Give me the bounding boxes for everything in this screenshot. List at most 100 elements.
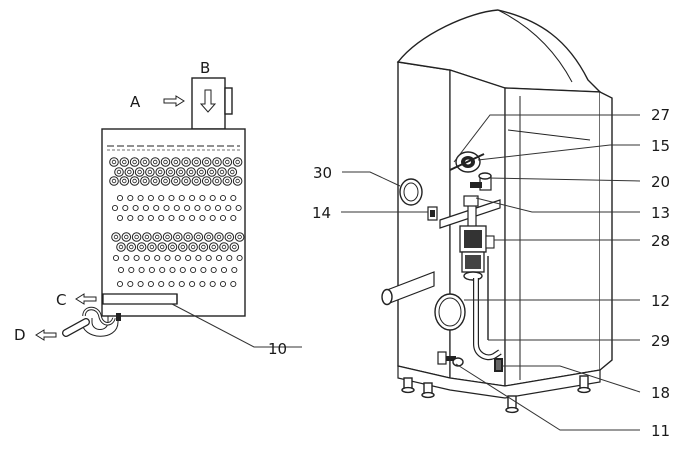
tube-hole: [112, 254, 120, 262]
tube-element: [131, 232, 142, 242]
tube-element: [191, 157, 202, 167]
tube-hole: [116, 214, 124, 222]
tube-hole: [189, 280, 196, 288]
tube-element: [145, 167, 155, 177]
tube-hole: [194, 204, 201, 212]
callout-29: 29: [651, 332, 670, 350]
tube-hole: [209, 280, 216, 288]
tube-element: [111, 232, 121, 242]
tube-element: [109, 176, 119, 186]
tube-element: [160, 157, 171, 167]
tube-hole: [133, 254, 140, 262]
tube-hole: [173, 204, 180, 212]
tube-element: [140, 176, 150, 186]
tube-element: [222, 157, 233, 167]
tube-element: [155, 167, 165, 177]
component-12-opening: [434, 293, 466, 331]
tube-hole: [168, 280, 175, 288]
tube-element: [206, 167, 217, 177]
tube-element: [214, 232, 224, 242]
tube-element: [160, 176, 171, 186]
tube-hole: [178, 194, 185, 202]
boiler-top-cover: [396, 9, 602, 93]
component-28-pump: [459, 225, 495, 281]
tube-hole: [174, 254, 181, 262]
tube-hole: [169, 266, 176, 274]
tube-element: [173, 232, 183, 242]
tube-hole: [214, 204, 222, 212]
tube-element: [183, 232, 193, 242]
tube-hole: [219, 214, 227, 222]
tube-element: [121, 232, 132, 242]
tube-hole: [116, 194, 124, 202]
tube-hole: [236, 254, 243, 262]
tube-hole: [159, 266, 166, 274]
inlet-flow-arrow: [199, 89, 217, 113]
tube-hole: [147, 280, 154, 288]
tube-element: [126, 242, 137, 252]
vessel-body: [101, 128, 246, 317]
tube-element: [186, 167, 196, 177]
tube-hole: [158, 280, 165, 288]
tube-hole: [235, 204, 242, 212]
tube-hole: [230, 280, 237, 288]
tube-hole: [199, 194, 206, 202]
tube-element: [234, 232, 245, 242]
heat-exchanger-schematic: A B C D 10: [14, 59, 302, 358]
outlet-pipe-c: [102, 293, 178, 305]
callout-13: 13: [651, 204, 670, 222]
tube-hole: [147, 214, 154, 222]
tube-hole: [116, 280, 124, 288]
tube-hole: [178, 280, 185, 288]
tube-element: [232, 176, 243, 186]
component-27-rod: [449, 153, 485, 171]
tube-hole: [137, 280, 144, 288]
tube-element: [116, 242, 126, 252]
tube-hole: [147, 194, 154, 202]
tube-hole: [190, 266, 197, 274]
callout-18: 18: [651, 384, 670, 402]
tube-hole: [127, 280, 134, 288]
tube-hole: [231, 266, 238, 274]
tube-hole: [210, 266, 217, 274]
tube-hole: [164, 254, 171, 262]
label-a: A: [130, 93, 141, 111]
tube-element: [196, 167, 207, 177]
callout-12: 12: [651, 292, 670, 310]
callout-28: 28: [651, 232, 670, 250]
tube-element: [219, 242, 229, 252]
tube-hole: [219, 194, 227, 202]
tube-element: [129, 157, 140, 167]
tube-element: [203, 232, 214, 242]
tube-hole: [148, 266, 155, 274]
callout-11: 11: [651, 422, 670, 440]
tube-hole: [153, 204, 160, 212]
rear-bracket-line: [507, 129, 591, 141]
tube-hole: [127, 194, 134, 202]
component-11-fittings: [437, 351, 464, 367]
tube-element: [208, 242, 219, 252]
tube-element: [142, 232, 152, 242]
tube-element: [229, 242, 240, 252]
label-d: D: [14, 326, 26, 344]
tube-hole: [230, 214, 237, 222]
top-cover-edge: [497, 9, 573, 83]
label-10: 10: [268, 340, 287, 358]
tube-hole: [215, 254, 223, 262]
outlet-arrow-c: [75, 293, 97, 305]
tube-hole: [123, 254, 130, 262]
tube-hole: [199, 280, 206, 288]
inlet-arrow-a: [163, 95, 185, 107]
tube-element: [162, 232, 173, 242]
tube-hole: [137, 194, 144, 202]
tube-element: [165, 167, 176, 177]
boiler-feet: [401, 375, 591, 414]
tube-element: [147, 242, 157, 252]
tube-element: [129, 176, 140, 186]
tube-element: [224, 232, 235, 242]
tube-element: [136, 242, 147, 252]
tube-hole: [230, 194, 237, 202]
tube-hole: [199, 214, 206, 222]
